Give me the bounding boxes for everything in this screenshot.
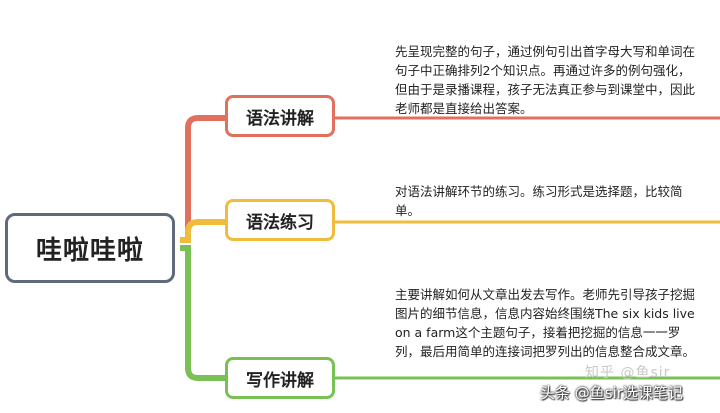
note-writing-explanation: 主要讲解如何从文章出发去写作。老师先引导孩子挖掘图片的细节信息，信息内容始终围绕… (395, 287, 696, 359)
connector-branch-2 (180, 219, 225, 243)
watermark: 头条 @鱼sir选课笔记 (540, 384, 683, 402)
root-node[interactable]: 哇啦哇啦 (5, 213, 175, 283)
note-grammar-practice: 对语法讲解环节的练习。练习形式是选择题，比较简单。 (395, 184, 683, 218)
connector-branch-1 (180, 115, 225, 243)
note-grammar-explanation: 先呈现完整的句子，通过例句引出首字母大写和单词在句子中正确排列2个知识点。再通过… (395, 44, 696, 116)
watermark-faint: 知乎 @鱼sir (585, 365, 671, 381)
branch-node-writing-explanation[interactable]: 写作讲解 (225, 357, 335, 399)
connector-branch-3 (180, 245, 225, 381)
branch-node-grammar-practice[interactable]: 语法练习 (225, 199, 335, 241)
branch-node-grammar-explanation[interactable]: 语法讲解 (225, 95, 335, 137)
